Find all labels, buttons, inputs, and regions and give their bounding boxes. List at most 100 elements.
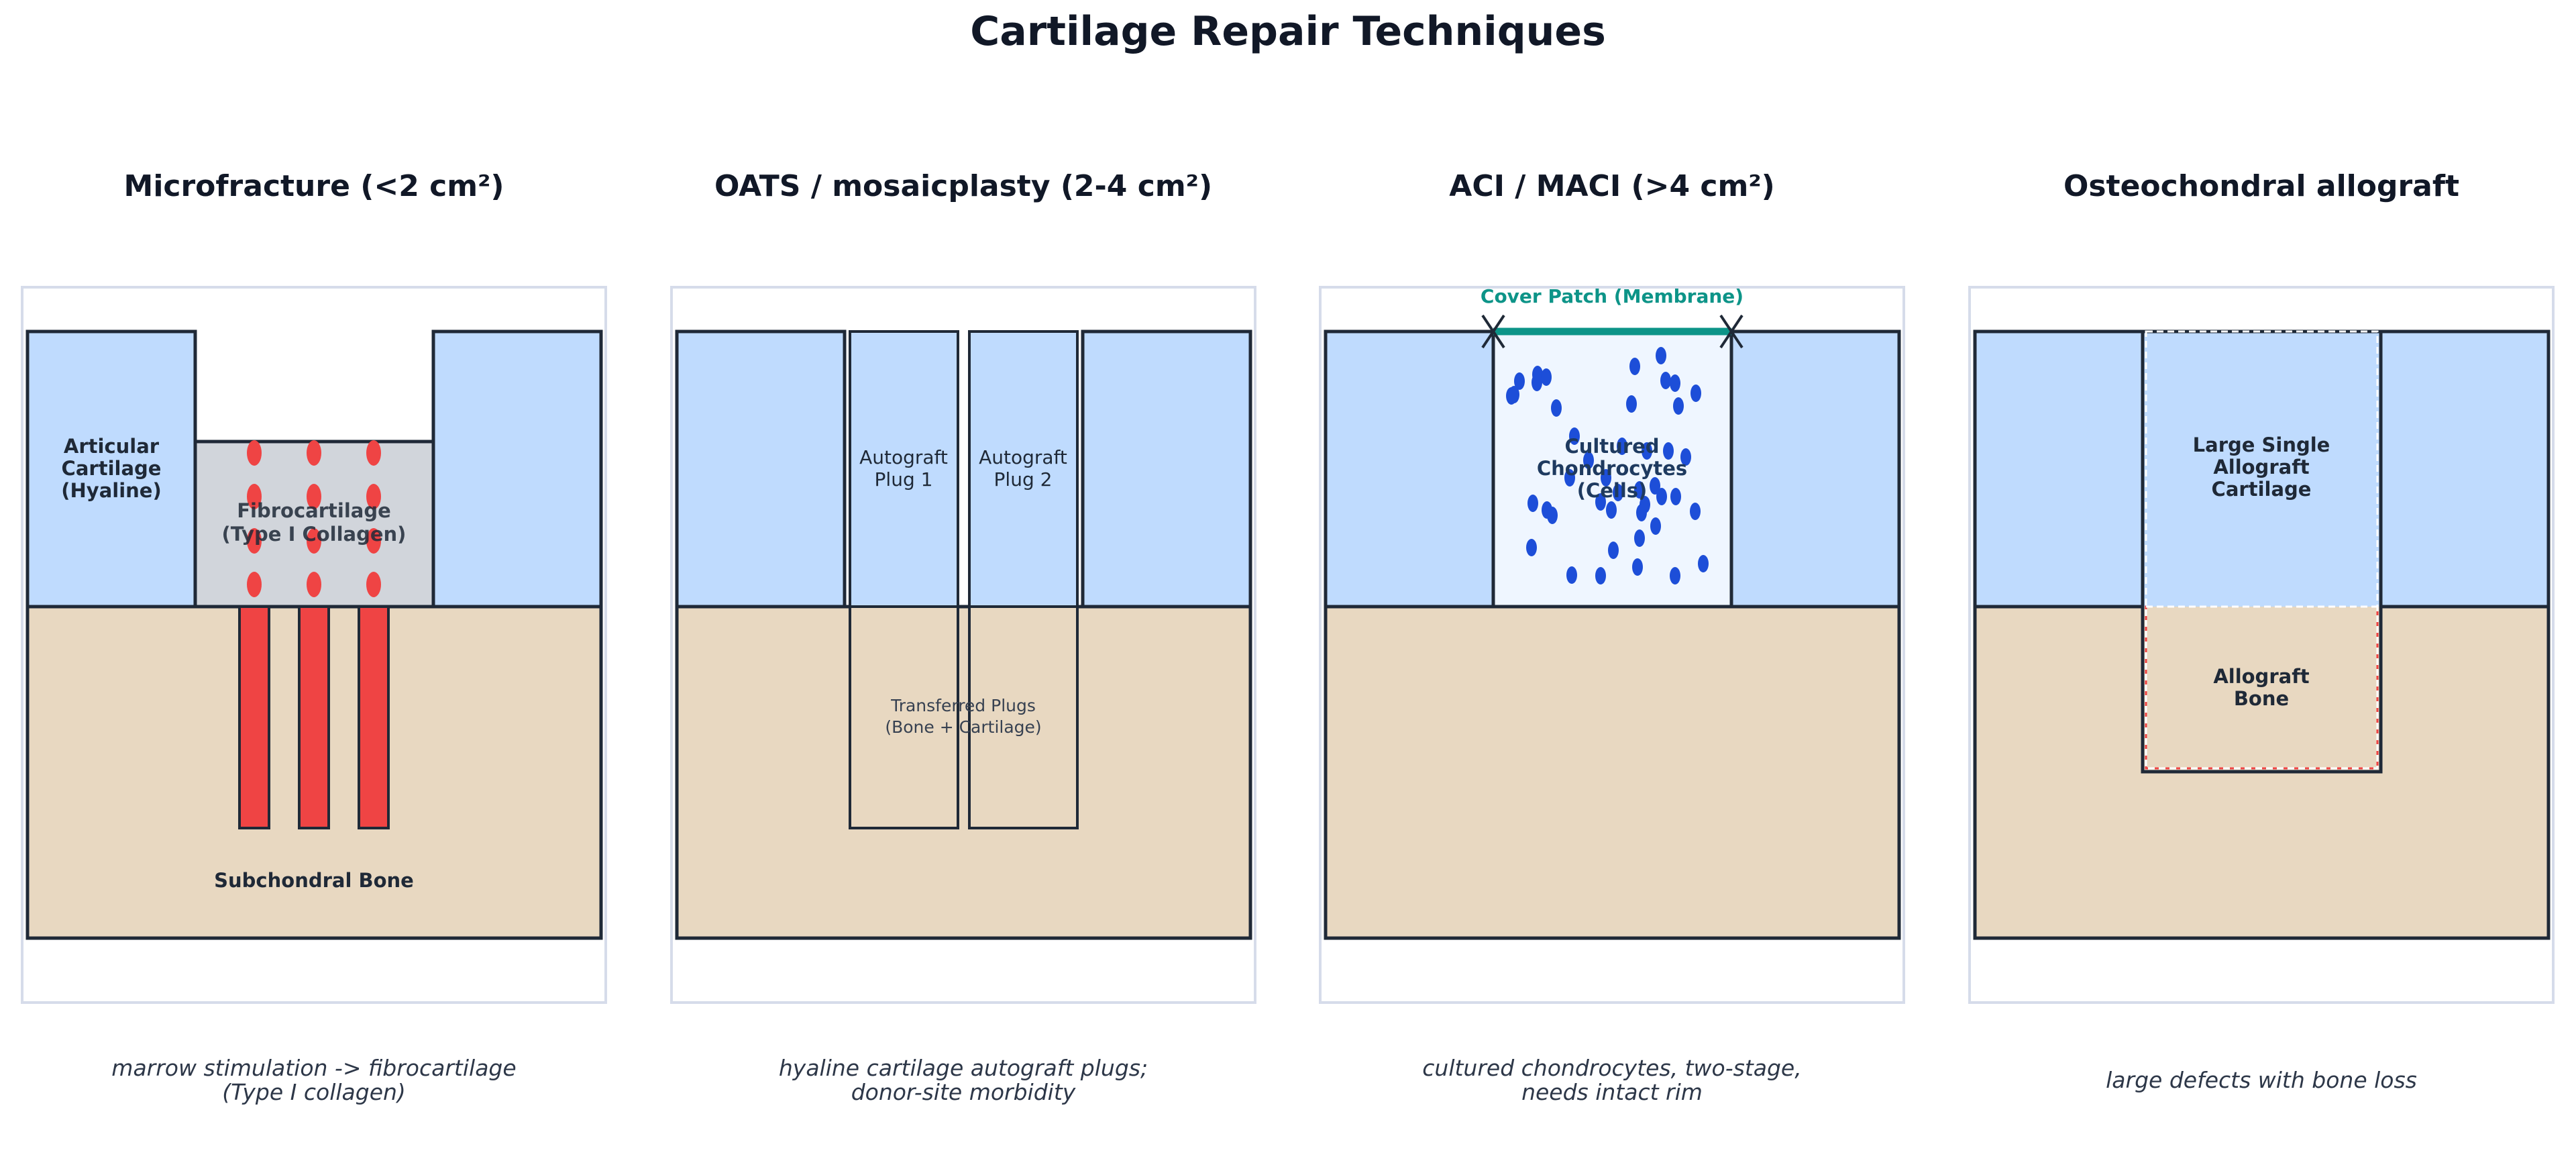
label-line: Chondrocytes [1537,457,1687,480]
cartilage-left [1973,329,2145,609]
label-autograft-plug-2: Autograft Plug 2 [979,446,1067,491]
label-autograft-plug-1: Autograft Plug 1 [859,446,948,491]
figure-title: Cartilage Repair Techniques [970,8,1606,55]
caption-line: large defects with bone loss [2106,1067,2417,1093]
chondrocyte-cell [1606,501,1617,519]
allograft-bone [2143,607,2381,772]
label-line: Allograft [2213,665,2309,688]
cartilage-right [2379,329,2551,609]
caption-line: hyaline cartilage autograft plugs; [779,1055,1148,1081]
marrow-droplet [247,440,262,466]
chondrocyte-cell [1526,539,1537,556]
chondrocyte-cell [1608,542,1619,559]
caption-microfracture: marrow stimulation -> fibrocartilage (Ty… [111,1055,516,1105]
chondrocyte-cell [1632,558,1643,576]
panel-aci-maci: ACI / MACI (>4 cm²) Cover Patch (Membran… [1319,169,1905,1105]
chondrocyte-cell [1650,477,1660,495]
label-line: Cultured [1564,435,1659,458]
chondrocyte-cell [1617,438,1627,455]
chondrocyte-cell [1595,567,1606,584]
label-line: Transferred Plugs [890,696,1036,715]
label-fibrocartilage: Fibrocartilage (Type I Collagen) [222,499,407,546]
chondrocyte-cell [1656,488,1667,505]
chondrocyte-cell [1660,372,1671,389]
cartilage-left [1324,329,1495,609]
label-line: Bone [2234,687,2289,710]
label-line: Allograft [2213,456,2309,478]
label-line: (Cells) [1577,479,1648,502]
caption-line: (Type I collagen) [222,1079,406,1105]
marrow-droplet [366,484,381,509]
cartilage-right [431,329,603,609]
marrow-droplet [307,484,321,509]
cartilage-left [675,329,847,609]
label-line: Cartilage [62,457,162,480]
marrow-droplet [247,572,262,597]
chondrocyte-cell [1690,385,1701,402]
cartilage-right [1729,329,1901,609]
autograft-plug-1-bone [849,605,959,829]
chondrocyte-cell [1601,469,1611,487]
label-articular-cartilage: Articular Cartilage (Hyaline) [61,435,161,502]
suture-stroke [1719,314,1743,349]
chondrocyte-cells [1506,347,1709,584]
chondrocyte-cell [1636,504,1647,521]
label-cultured-chondrocytes: Cultured Chondrocytes (Cells) [1537,435,1687,502]
chondrocyte-cell [1673,397,1684,415]
marrow-droplet [307,528,321,554]
marrow-droplet [307,572,321,597]
marrow-droplet [307,440,321,466]
marrow-droplet [366,572,381,597]
allograft-recipient-socket [2141,329,2383,774]
panel-title-aci-maci: ACI / MACI (>4 cm²) [1449,169,1774,203]
chondrocyte-cell [1626,395,1637,413]
chondrocyte-cell [1541,368,1552,386]
chondrocyte-cell [1566,566,1577,584]
caption-line: needs intact rim [1521,1079,1703,1105]
panel-title-allograft: Osteochondral allograft [2063,169,2459,203]
label-line: (Type I Collagen) [222,523,407,546]
label-line: Plug 2 [994,468,1053,491]
panel-title-oats: OATS / mosaicplasty (2-4 cm²) [714,169,1212,203]
chondrocyte-cell [1670,488,1681,505]
suture-stroke [1481,314,1505,349]
allograft-graft-outline [2145,330,2379,770]
autograft-plug-2-cartilage [968,330,1079,608]
label-allograft-cartilage: Large Single Allograft Cartilage [2193,433,2330,501]
chondrocyte-cell [1569,427,1580,445]
label-cover-patch: Cover Patch (Membrane) [1481,285,1743,307]
caption-line: marrow stimulation -> fibrocartilage [111,1055,516,1081]
microfracture-channel [298,605,330,829]
allograft-cartilage [2143,331,2381,607]
chondrocyte-cell [1527,495,1538,512]
chondrocyte-cell [1551,399,1562,417]
caption-oats: hyaline cartilage autograft plugs; donor… [779,1055,1148,1105]
chondrocyte-cell [1670,567,1680,584]
chondrocyte-cell [1642,442,1652,460]
caption-allograft: large defects with bone loss [2106,1067,2417,1093]
chondrocyte-cell [1547,507,1558,524]
chondrocyte-cell [1613,484,1623,501]
panel-osteochondral-allograft: Osteochondral allograft Large Single All… [1968,169,2555,1093]
marrow-elements [247,440,381,597]
chondrocyte-cell [1564,469,1575,487]
chondrocyte-cell [1634,529,1645,547]
chondrocyte-cell [1656,347,1666,364]
chondrocyte-cell [1583,452,1594,469]
caption-aci-maci: cultured chondrocytes, two-stage, needs … [1422,1055,1801,1105]
panel-microfracture: Microfracture (<2 cm²) Articular Cartila… [21,169,607,1105]
chondrocyte-cell [1634,481,1645,499]
chondrocyte-cell [1629,358,1640,375]
cartilage-right [1081,329,1252,609]
chondrocyte-cell [1690,503,1701,520]
marrow-droplet [247,528,262,554]
label-line: Plug 1 [875,468,933,491]
chondrocyte-cell [1650,517,1661,535]
label-transferred-plugs: Transferred Plugs (Bone + Cartilage) [885,696,1041,737]
label-line: (Bone + Cartilage) [885,717,1041,737]
marrow-droplet [366,440,381,466]
label-line: Cartilage [2212,478,2312,501]
chondrocyte-cell [1532,374,1542,391]
label-line: Fibrocartilage [237,499,391,522]
